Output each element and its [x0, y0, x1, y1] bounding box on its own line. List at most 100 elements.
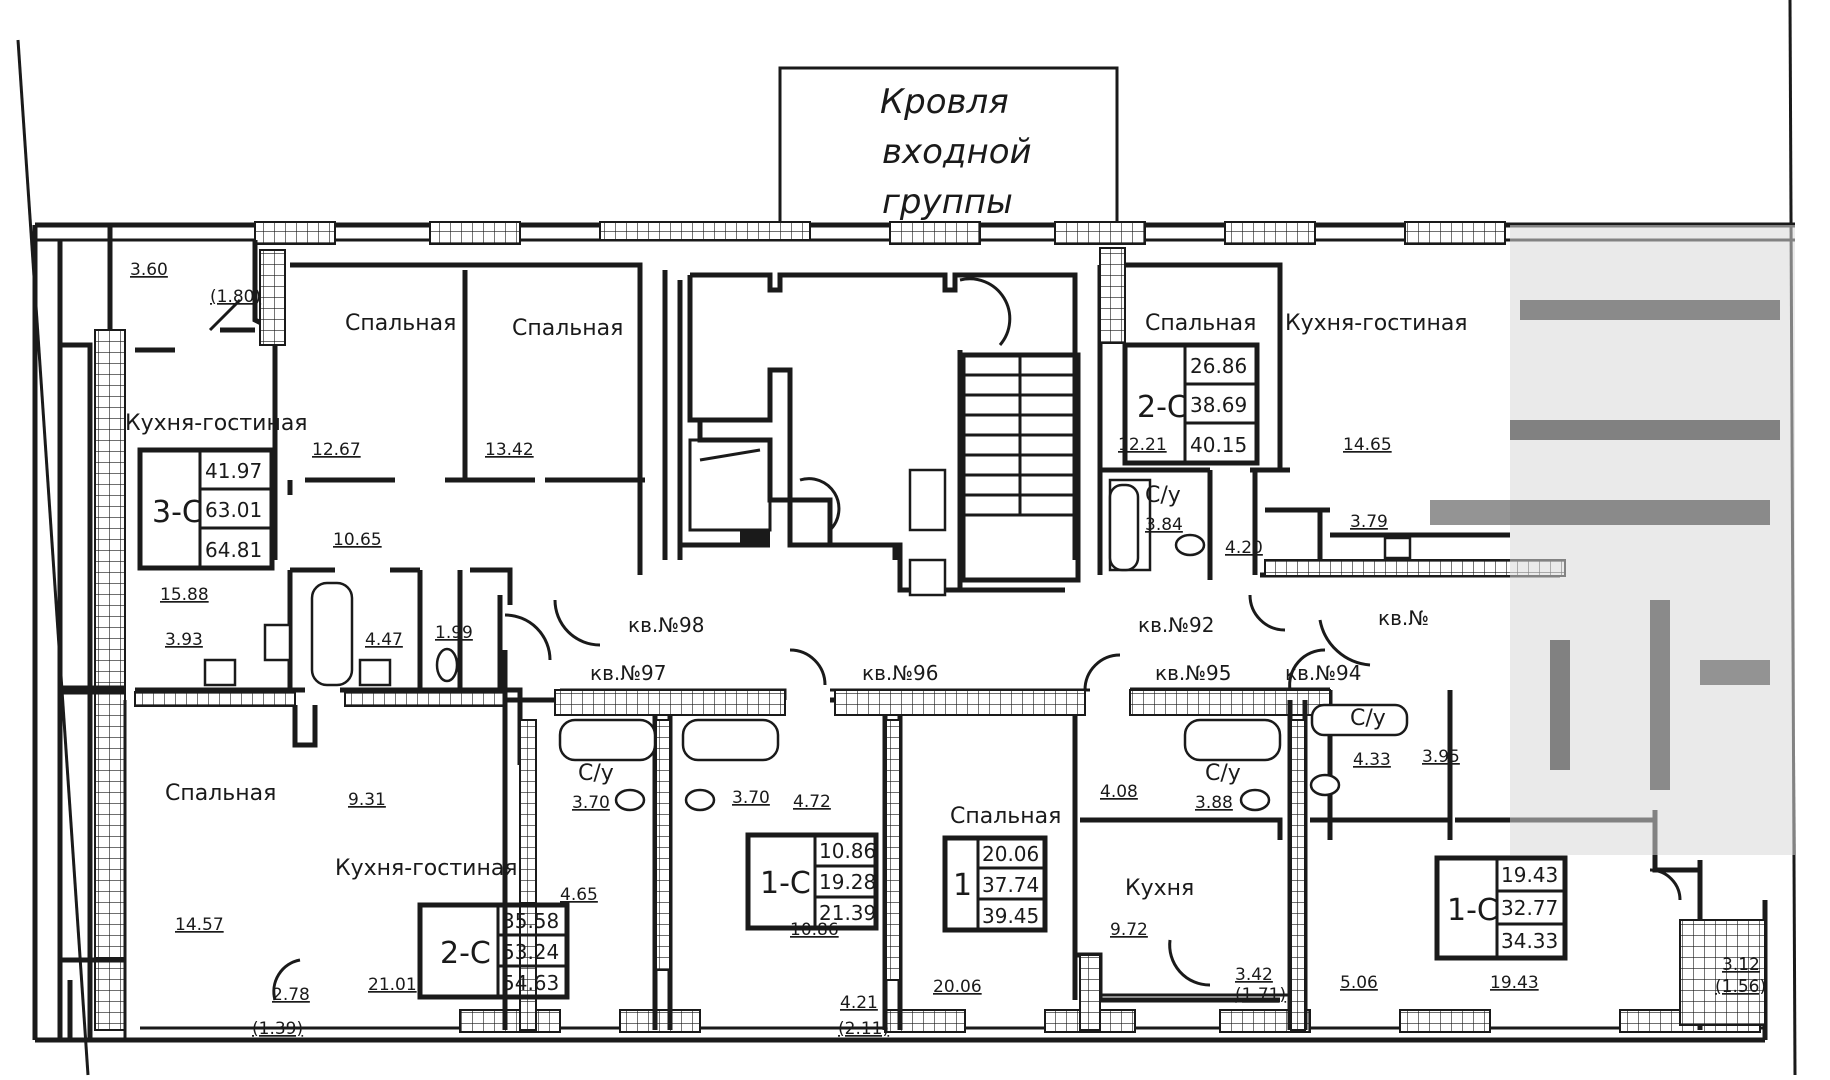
box-2c-bottom-v2: 53.24	[502, 940, 559, 964]
room-label-bathroom: С/у	[1350, 706, 1386, 731]
box-2c-bottom-v1: 35.58	[502, 909, 559, 933]
room-label-kitchen-living: Кухня-гостиная	[1285, 311, 1468, 336]
area-label: 3.95	[1422, 747, 1460, 767]
area-label: (1.39)	[252, 1019, 303, 1039]
area-label: 3.93	[165, 630, 203, 650]
area-label: 5.06	[1340, 973, 1378, 993]
blurred-area	[1430, 225, 1795, 855]
box-3c-v3: 64.81	[205, 538, 262, 562]
roof-label-line1: Кровля	[880, 82, 1009, 122]
area-label: 20.06	[933, 977, 982, 997]
box-1c-c: 1-С 19.43 32.77 34.33	[1434, 855, 1568, 961]
area-label: 13.42	[485, 440, 534, 460]
box-1c-a-v3: 21.39	[819, 901, 876, 925]
bathroom-fixtures	[203, 483, 1409, 812]
area-label: 12.67	[312, 440, 361, 460]
box-2c-top-v3: 40.15	[1190, 433, 1247, 457]
roof-label-line3: группы	[882, 182, 1013, 222]
area-label: 9.31	[348, 790, 386, 810]
box-1-b-id: 1	[953, 868, 972, 903]
box-3c-id: 3-С	[152, 495, 203, 530]
apartment-number: кв.№97	[590, 661, 666, 685]
door-arcs	[272, 594, 1682, 1001]
roof-label-line2: входной	[882, 132, 1032, 172]
area-label: 3.70	[572, 793, 610, 813]
box-1c-a: 1-С 10.86 19.28 21.39	[745, 832, 879, 931]
room-label-bedroom: Спальная	[512, 316, 623, 341]
box-2c-top-v2: 38.69	[1190, 393, 1247, 417]
page-left-border	[16, 39, 90, 1076]
apartment-number: кв.№	[1378, 606, 1429, 630]
outer-walls	[32, 221, 1795, 1043]
area-label: 4.08	[1100, 782, 1138, 802]
area-label: 4.65	[560, 885, 598, 905]
box-2c-top: 2-С 26.86 38.69 40.15	[1122, 342, 1260, 466]
room-label-bedroom: Спальная	[345, 311, 456, 336]
area-label: 3.12	[1722, 955, 1760, 975]
area-label: 14.65	[1343, 435, 1392, 455]
box-1-b-v2: 37.74	[982, 873, 1039, 897]
room-label-bedroom: Спальная	[1145, 311, 1256, 336]
box-2c-top-id: 2-С	[1137, 390, 1188, 425]
area-label: 4.21	[840, 993, 878, 1013]
area-label: 21.01	[368, 975, 417, 995]
area-label: 1.99	[435, 623, 473, 643]
apartment-number: кв.№98	[628, 613, 704, 637]
area-label: 10.86	[790, 920, 839, 940]
area-label: 3.70	[732, 788, 770, 808]
box-1-b: 1 20.06 37.74 39.45	[942, 835, 1048, 933]
box-1c-c-v1: 19.43	[1501, 863, 1558, 887]
box-3c: 3-С 41.97 63.01 64.81	[137, 447, 275, 571]
area-label: 10.65	[333, 530, 382, 550]
area-label: (1.80)	[210, 287, 261, 307]
box-1c-c-v3: 34.33	[1501, 929, 1558, 953]
interior-walls-bottom	[502, 650, 1766, 1031]
apartment-number: кв.№96	[862, 661, 938, 685]
room-label-bathroom: С/у	[1145, 483, 1181, 508]
area-label: 3.84	[1145, 515, 1183, 535]
box-2c-bottom: 2-С 35.58 53.24 54.63	[417, 902, 570, 1000]
box-1-b-v3: 39.45	[982, 904, 1039, 928]
area-label: 4.47	[365, 630, 403, 650]
box-1-b-v1: 20.06	[982, 842, 1039, 866]
box-1c-c-id: 1-С	[1447, 893, 1498, 928]
room-label-bedroom: Спальная	[165, 781, 276, 806]
apartment-number: кв.№95	[1155, 661, 1231, 685]
box-3c-v1: 41.97	[205, 459, 262, 483]
area-label: 15.88	[160, 585, 209, 605]
left-column	[60, 225, 127, 1040]
area-label: 9.72	[1110, 920, 1148, 940]
box-1c-a-v1: 10.86	[819, 839, 876, 863]
area-label: 3.42	[1235, 965, 1273, 985]
interior-walls-center	[662, 270, 1081, 597]
interior-walls-left	[134, 240, 645, 765]
area-label: (1.71)	[1235, 985, 1286, 1005]
area-label: 3.79	[1350, 512, 1388, 532]
room-label-kitchen-living: Кухня-гостиная	[125, 411, 308, 436]
area-label: 4.72	[793, 792, 831, 812]
area-label: 12.21	[1118, 435, 1167, 455]
apartment-number: кв.№92	[1138, 613, 1214, 637]
area-label: 4.33	[1353, 750, 1391, 770]
area-label: 19.43	[1490, 973, 1539, 993]
apartment-number: кв.№94	[1285, 661, 1361, 685]
room-label-bedroom: Спальная	[950, 804, 1061, 829]
room-label-bathroom: С/у	[578, 761, 614, 786]
area-label: 14.57	[175, 915, 224, 935]
area-label: 4.20	[1225, 538, 1263, 558]
room-label-kitchen: Кухня	[1125, 876, 1194, 901]
room-label-kitchen-living: Кухня-гостиная	[335, 856, 518, 881]
box-1c-a-v2: 19.28	[819, 870, 876, 894]
box-1c-a-id: 1-С	[760, 866, 811, 901]
box-3c-v2: 63.01	[205, 498, 262, 522]
area-label: 3.60	[130, 260, 168, 280]
box-1c-c-v2: 32.77	[1501, 896, 1558, 920]
area-label: (2.11)	[838, 1019, 889, 1039]
area-label: 3.88	[1195, 793, 1233, 813]
area-label: (1.56)	[1715, 977, 1766, 997]
box-2c-top-v1: 26.86	[1190, 354, 1247, 378]
box-2c-bottom-id: 2-С	[440, 936, 491, 971]
box-2c-bottom-v3: 54.63	[502, 971, 559, 995]
area-label: 2.78	[272, 985, 310, 1005]
